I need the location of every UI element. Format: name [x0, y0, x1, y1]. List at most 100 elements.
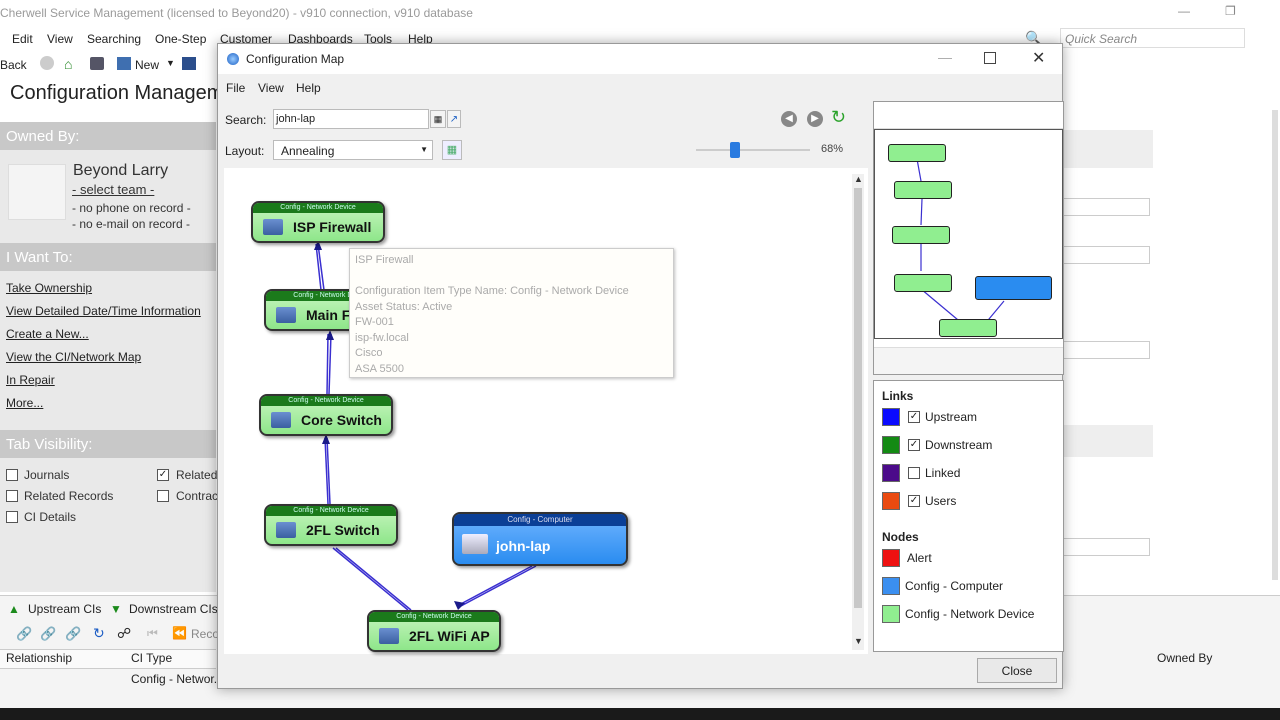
contract-checkbox[interactable]: [157, 490, 169, 502]
grid-icon[interactable]: [90, 57, 104, 70]
layout-select[interactable]: Annealing ▼: [273, 140, 433, 160]
col-relationship[interactable]: Relationship: [6, 651, 73, 665]
select-team-link[interactable]: - select team -: [72, 182, 155, 197]
node-type: Config - Network Device: [266, 506, 396, 516]
menu-one-step[interactable]: One-Step: [155, 32, 207, 46]
node-isp-firewall[interactable]: Config - Network Device ISP Firewall: [251, 201, 385, 243]
node-core-switch[interactable]: Config - Network Device Core Switch: [259, 394, 393, 436]
network-device-icon: [263, 219, 283, 235]
related-records-checkbox[interactable]: [6, 490, 18, 502]
forward-icon[interactable]: [40, 56, 54, 70]
take-ownership-link[interactable]: Take Ownership: [6, 281, 93, 295]
map-overview[interactable]: [873, 101, 1064, 375]
view-datetime-link[interactable]: View Detailed Date/Time Information: [6, 304, 201, 318]
users-checkbox[interactable]: ✓: [908, 495, 920, 507]
tab-upstream-cis[interactable]: Upstream CIs: [28, 602, 102, 616]
search-grid-icon[interactable]: ▦: [430, 110, 446, 128]
save-icon[interactable]: [182, 57, 196, 70]
form-field[interactable]: [1063, 341, 1150, 359]
menu-help[interactable]: Help: [296, 81, 321, 95]
form-field[interactable]: [1063, 198, 1150, 216]
config-computer-label: Config - Computer: [905, 579, 1004, 593]
close-icon[interactable]: ✕: [1032, 50, 1046, 67]
home-icon[interactable]: ⌂: [64, 56, 73, 72]
owner-name[interactable]: Beyond Larry: [73, 162, 169, 179]
quick-search-input[interactable]: Quick Search: [1060, 28, 1245, 48]
scroll-up-icon[interactable]: ▲: [854, 174, 863, 184]
new-dropdown-icon[interactable]: ▼: [166, 58, 175, 68]
scroll-thumb[interactable]: [854, 188, 862, 608]
minimize-icon[interactable]: —: [1178, 4, 1190, 18]
scrollbar[interactable]: [1272, 110, 1278, 580]
form-field[interactable]: [1063, 538, 1150, 556]
minimize-icon[interactable]: —: [938, 49, 952, 65]
layout-apply-icon[interactable]: ▦: [442, 140, 462, 160]
menu-help[interactable]: Help: [408, 32, 433, 46]
maximize-icon[interactable]: [984, 52, 996, 64]
ci-details-label: CI Details: [24, 510, 77, 524]
right-form-area: [1063, 100, 1278, 590]
prev-record-icon[interactable]: ⏪: [172, 626, 187, 640]
map-scrollbar[interactable]: ▲ ▼: [852, 174, 864, 650]
menu-view[interactable]: View: [47, 32, 73, 46]
arrow-isp: [314, 240, 322, 250]
overview-viewport[interactable]: [874, 129, 1063, 339]
refresh-icon[interactable]: ↻: [831, 107, 847, 127]
in-repair-link[interactable]: In Repair: [6, 373, 55, 387]
zoom-slider[interactable]: [696, 142, 810, 158]
link-lap-wifi-2: [456, 565, 533, 607]
search-go-icon[interactable]: ↗: [447, 110, 461, 128]
menu-searching[interactable]: Searching: [87, 32, 142, 46]
unlink-icon[interactable]: 🔗: [65, 626, 82, 641]
node-2fl-switch[interactable]: Config - Network Device 2FL Switch: [264, 504, 398, 546]
no-email-text: - no e-mail on record -: [72, 217, 191, 231]
zoom-slider-thumb[interactable]: [730, 142, 741, 158]
overview-node: [894, 274, 952, 292]
tooltip-title: ISP Firewall: [355, 254, 414, 266]
scroll-down-icon[interactable]: ▼: [854, 636, 863, 646]
menu-view[interactable]: View: [258, 81, 284, 95]
link-sw2-core: [326, 437, 331, 505]
first-record-icon[interactable]: ⏮: [147, 626, 158, 640]
ci-details-checkbox[interactable]: [6, 511, 18, 523]
form-field[interactable]: [1063, 246, 1150, 264]
node-2fl-wifi-ap[interactable]: Config - Network Device 2FL WiFi AP: [367, 610, 501, 652]
back-arrow-icon[interactable]: ◀: [781, 111, 797, 127]
alert-swatch: [882, 549, 900, 567]
binoculars-icon[interactable]: ☍: [117, 625, 132, 641]
node-john-lap[interactable]: Config - Computer john-lap: [452, 512, 628, 566]
menu-customer[interactable]: Customer: [220, 32, 273, 46]
new-icon[interactable]: [117, 57, 131, 70]
new-button[interactable]: New: [135, 58, 160, 72]
view-ci-map-link[interactable]: View the CI/Network Map: [6, 350, 142, 364]
downstream-checkbox[interactable]: ✓: [908, 439, 920, 451]
col-owned-by[interactable]: Owned By: [1157, 651, 1213, 665]
search-icon[interactable]: 🔍: [1025, 30, 1043, 46]
forward-arrow-icon[interactable]: ▶: [807, 111, 823, 127]
col-ci-type[interactable]: CI Type: [131, 651, 173, 665]
menu-edit[interactable]: Edit: [12, 32, 33, 46]
menu-dashboards[interactable]: Dashboards: [288, 32, 353, 46]
menu-file[interactable]: File: [226, 81, 246, 95]
overview-node: [894, 181, 952, 199]
map-search-input[interactable]: john-lap: [273, 109, 429, 129]
refresh-icon[interactable]: ↻: [93, 625, 105, 641]
more-link[interactable]: More...: [6, 396, 44, 410]
related-checkbox[interactable]: ✓: [157, 469, 169, 481]
tab-downstream-cis[interactable]: Downstream CIs: [129, 602, 218, 616]
tooltip-line: Cisco: [355, 347, 383, 359]
back-button[interactable]: Back: [0, 58, 27, 72]
create-new-link[interactable]: Create a New...: [6, 327, 89, 341]
link-wifi-sw2-2: [332, 547, 409, 611]
upstream-checkbox[interactable]: ✓: [908, 411, 920, 423]
menu-tools[interactable]: Tools: [364, 32, 393, 46]
link-icon[interactable]: 🔗: [16, 626, 33, 641]
link-add-icon[interactable]: 🔗: [40, 626, 57, 641]
restore-icon[interactable]: ❐: [1225, 4, 1236, 18]
close-button[interactable]: Close: [977, 658, 1057, 683]
linked-checkbox[interactable]: [908, 467, 920, 479]
node-label: 2FL Switch: [306, 522, 380, 538]
journals-checkbox[interactable]: [6, 469, 18, 481]
users-swatch: [882, 492, 900, 510]
row-ci-type[interactable]: Config - Networ.: [131, 672, 218, 686]
